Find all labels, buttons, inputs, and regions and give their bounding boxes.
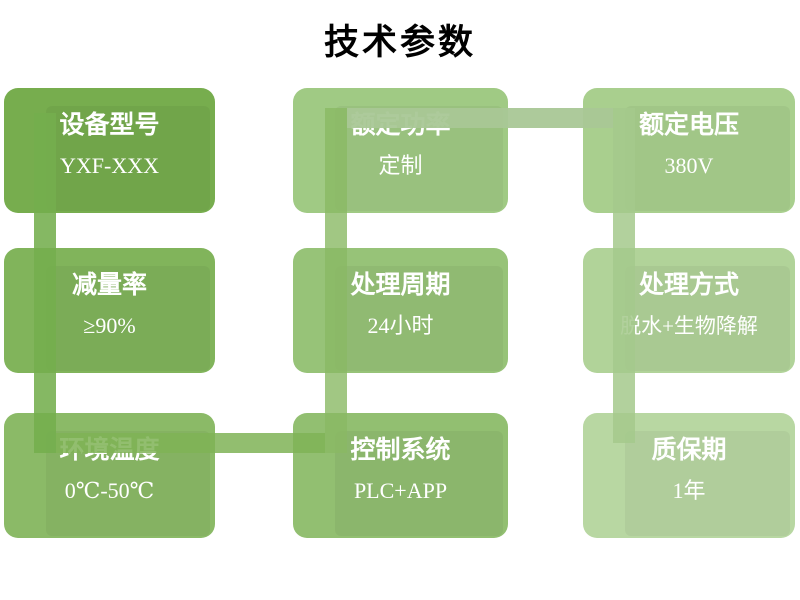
spec-value: 24小时 (367, 313, 434, 338)
spec-label: 设备型号 (59, 112, 160, 139)
spec-value: PLC+APP (353, 478, 448, 503)
spec-box-warranty-period: 质保期 1年 (583, 413, 795, 538)
spec-box-processing-method: 处理方式 脱水+生物降解 (583, 248, 795, 373)
spec-label: 控制系统 (350, 437, 451, 464)
spec-value: 脱水+生物降解 (620, 314, 758, 338)
spec-box-device-model: 设备型号 YXF-XXX (4, 88, 215, 213)
spec-box-reduction-rate: 减量率 ≥90% (4, 248, 215, 373)
spec-label: 处理周期 (350, 272, 451, 299)
spec-value: ≥90% (83, 313, 136, 338)
spec-value: 定制 (378, 153, 423, 178)
spec-box-rated-power: 额定功率 定制 (293, 88, 508, 213)
spec-value: 380V (664, 153, 714, 178)
spec-box-ambient-temperature: 环境温度 0℃-50℃ (4, 413, 215, 538)
spec-value: 0℃-50℃ (64, 478, 155, 503)
spec-value: YXF-XXX (60, 153, 159, 178)
spec-box-rated-voltage: 额定电压 380V (583, 88, 795, 213)
spec-label: 环境温度 (59, 437, 160, 464)
spec-label: 质保期 (651, 437, 727, 464)
spec-value: 1年 (672, 478, 706, 503)
spec-box-processing-cycle: 处理周期 24小时 (293, 248, 508, 373)
spec-label: 减量率 (71, 272, 147, 299)
spec-label: 处理方式 (638, 272, 739, 299)
spec-label: 额定电压 (638, 112, 739, 139)
spec-box-control-system: 控制系统 PLC+APP (293, 413, 508, 538)
spec-label: 额定功率 (350, 112, 451, 139)
page-title: 技术参数 (323, 23, 476, 62)
